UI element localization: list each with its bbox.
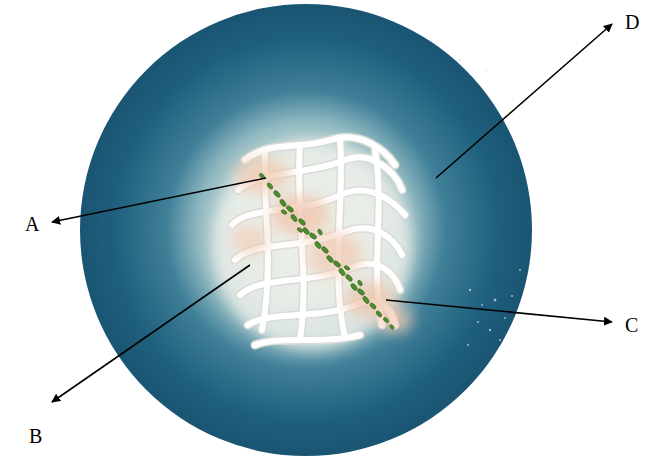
pink-tissue bbox=[232, 157, 413, 334]
leader-arrow bbox=[386, 300, 612, 322]
petri-dish bbox=[80, 4, 532, 456]
callout-letter: C bbox=[625, 315, 638, 335]
callout-letter: A bbox=[25, 214, 39, 234]
callout-letter: D bbox=[625, 12, 639, 32]
leader-arrows bbox=[52, 24, 612, 402]
leader-arrow bbox=[52, 265, 250, 402]
root-mass bbox=[212, 137, 412, 350]
leader-arrow bbox=[436, 24, 612, 178]
callout-letter: B bbox=[29, 426, 42, 446]
leader-arrow bbox=[52, 178, 266, 222]
green-seeds bbox=[259, 173, 395, 330]
